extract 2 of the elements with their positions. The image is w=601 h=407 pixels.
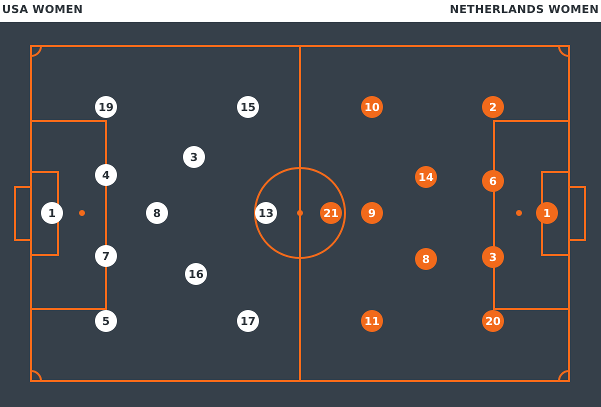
team-name: USA WOMEN <box>2 3 84 16</box>
team-name: NETHERLANDS WOMEN <box>450 3 599 16</box>
